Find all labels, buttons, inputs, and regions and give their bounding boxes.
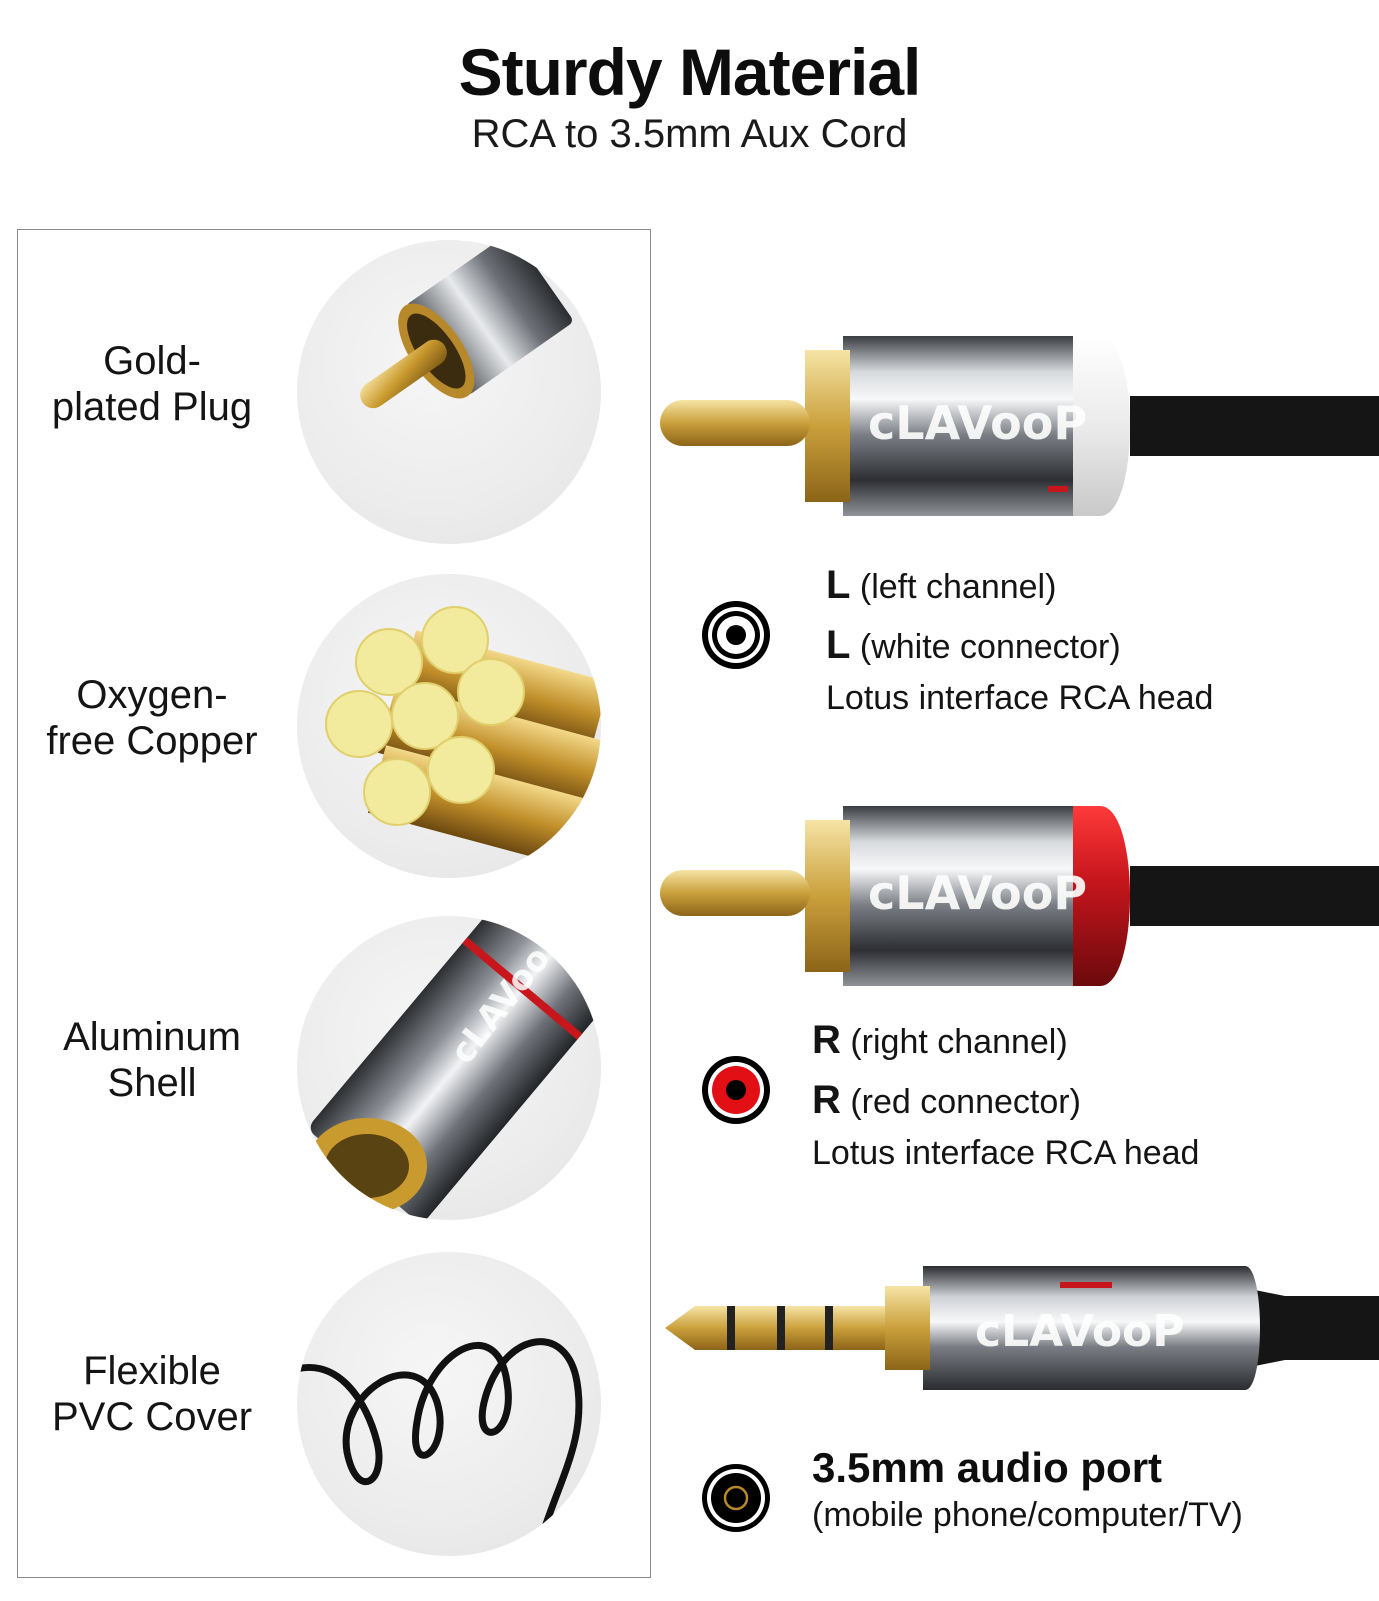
page-subtitle: RCA to 3.5mm Aux Cord [471, 112, 908, 156]
feature-line2: free Copper [46, 719, 258, 763]
right-channel-line3: Lotus interface RCA head [812, 1134, 1200, 1172]
page-title: Sturdy Material [458, 35, 922, 109]
coiled-cable-icon [297, 1252, 601, 1556]
right-channel-line2: R (red connector) [812, 1071, 1199, 1131]
left-channel-text: L (left channel) L (white connector) Lot… [826, 556, 1213, 720]
left-channel-line2: L (white connector) [826, 616, 1213, 676]
features-panel [17, 229, 651, 1578]
feature-line1: Aluminum [63, 1015, 241, 1059]
feature-label-pvc: Flexible PVC Cover [12, 1348, 292, 1440]
aux-port-title: 3.5mm audio port [812, 1444, 1163, 1491]
aux-port-icon [700, 1462, 772, 1539]
feature-line2: plated Plug [51, 385, 253, 429]
channel-desc: (right channel) [850, 1023, 1068, 1061]
brand-logo-left: cLAVooP [868, 396, 1087, 450]
rca-left-connector: cLAVooP [660, 336, 1379, 516]
left-channel-line3: Lotus interface RCA head [826, 679, 1214, 717]
feature-line1: Oxygen- [76, 673, 228, 717]
feature-label-copper: Oxygen- free Copper [12, 672, 292, 764]
feature-line2: Shell [107, 1061, 197, 1105]
red-channel-icon [700, 1054, 772, 1131]
gold-plug-icon [297, 240, 601, 544]
channel-letter: R [812, 1078, 841, 1122]
feature-label-aluminum: Aluminum Shell [12, 1014, 292, 1106]
feature-label-gold-plug: Gold- plated Plug [12, 338, 292, 430]
aux-port-subtitle: (mobile phone/computer/TV) [812, 1496, 1243, 1534]
connector-desc: (white connector) [859, 628, 1121, 666]
aux-connector: cLAVooP [665, 1266, 1379, 1390]
feature-line2: PVC Cover [51, 1395, 253, 1439]
right-channel-line1: R (right channel) [812, 1011, 1199, 1071]
connector-desc: (red connector) [850, 1083, 1081, 1121]
feature-line1: Flexible [83, 1349, 221, 1393]
feature-line1: Gold- [103, 339, 201, 383]
brand-logo-right: cLAVooP [868, 866, 1087, 920]
white-channel-icon [700, 599, 772, 676]
right-channel-text: R (right channel) R (red connector) Lotu… [812, 1011, 1199, 1175]
channel-letter: L [826, 623, 851, 667]
left-channel-line1: L (left channel) [826, 556, 1213, 616]
channel-desc: (left channel) [859, 568, 1057, 606]
channel-letter: R [812, 1018, 841, 1062]
brand-logo-aux: cLAVooP [975, 1306, 1185, 1357]
aluminum-shell-icon: cLAVooP [297, 916, 601, 1220]
copper-strands-icon [297, 574, 601, 878]
rca-right-connector: cLAVooP [660, 806, 1379, 986]
channel-letter: L [826, 563, 851, 607]
